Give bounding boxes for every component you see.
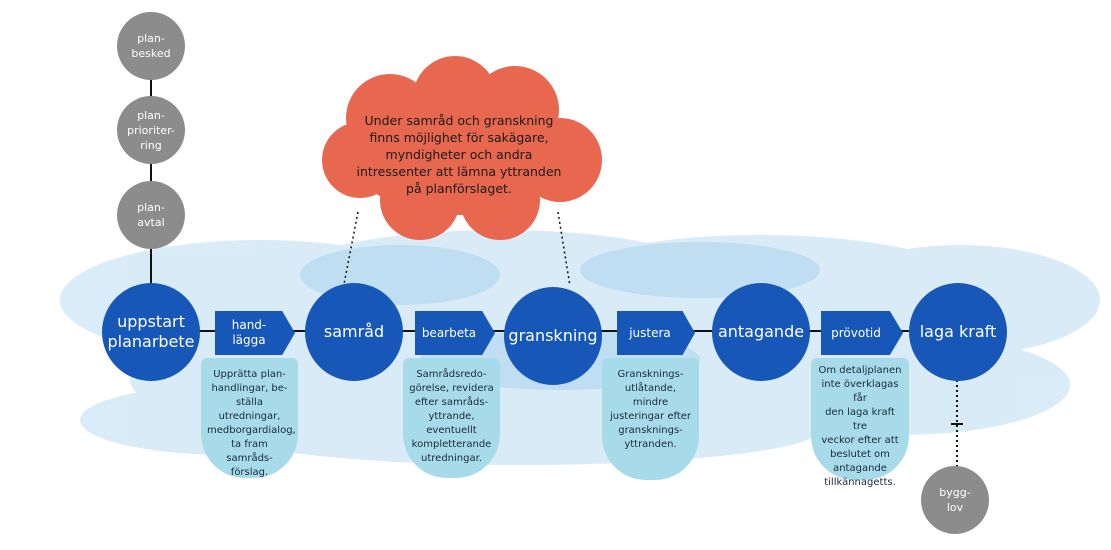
description-provotid: Om detaljplanen inte överklagas får den … [811,358,909,488]
description-handlagga: Upprätta plan- handlingar, be- ställa ut… [201,358,298,478]
description-justera: Gransknings- utlåtande, mindre justering… [602,358,699,480]
cloud-link-samrad [343,211,359,285]
info-cloud [322,56,602,240]
step-planprioritering: plan- prioriter- ring [117,96,185,164]
step-antagande: antagande [712,283,810,381]
step-bygglov: bygg- lov [921,466,989,534]
arrow-justera: justera [617,311,695,355]
step-laga-kraft: laga kraft [909,283,1007,381]
arrow-bearbeta: bearbeta [415,311,495,355]
arrow-handlagga: hand- lägga [215,311,295,355]
step-planbesked: plan- besked [117,12,185,80]
cloud-text: Under samråd och granskning finns möjlig… [356,113,562,196]
step-samrad: samråd [305,283,403,381]
step-uppstart-planarbete: uppstart planarbete [102,283,200,381]
arrow-provotid: prövotid [821,311,903,355]
step-planavtal: plan- avtal [117,181,185,249]
description-bearbeta: Samrådsredo- görelse, revidera efter sam… [403,358,500,478]
step-granskning: granskning [504,287,602,385]
